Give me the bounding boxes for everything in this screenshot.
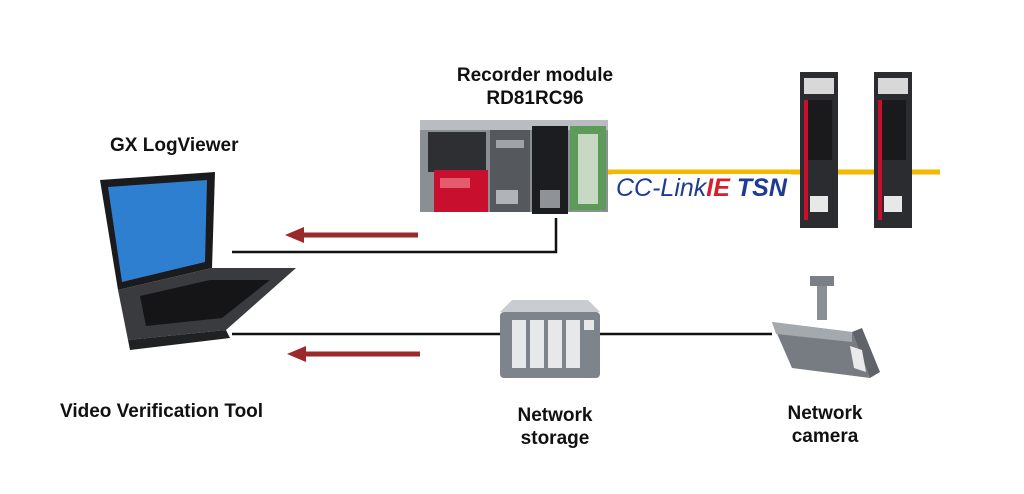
network-camera-label: Network camera — [760, 402, 890, 448]
recorder-module-name: Recorder module — [456, 65, 614, 86]
servo-drive-icon — [800, 72, 838, 228]
network-camera-line2: camera — [791, 426, 859, 447]
cc-link-ie-tsn-logo: CC-LinkIE TSN — [612, 174, 791, 203]
network-storage-icon — [500, 300, 600, 378]
logo-tsn: TSN — [736, 174, 787, 202]
recorder-module-model: RD81RC96 — [486, 88, 584, 109]
laptop-icon — [100, 172, 296, 350]
arrow-left-icon — [287, 346, 420, 362]
gx-logviewer-label: GX LogViewer — [110, 135, 239, 156]
servo-drive-icon — [874, 72, 912, 228]
network-camera-icon — [772, 276, 880, 378]
logo-cc-link: CC-Link — [616, 174, 707, 202]
wire-recorder — [232, 218, 558, 254]
network-camera-line1: Network — [787, 403, 863, 424]
network-storage-line2: storage — [520, 428, 590, 449]
video-verification-tool-label: Video Verification Tool — [60, 401, 264, 422]
logo-ie: IE — [706, 174, 730, 202]
recorder-module-label: Recorder module RD81RC96 — [430, 64, 640, 110]
network-storage-label: Network storage — [490, 404, 620, 450]
network-storage-line1: Network — [517, 405, 593, 426]
arrow-left-icon — [285, 227, 418, 243]
recorder-module-icon — [420, 120, 608, 214]
